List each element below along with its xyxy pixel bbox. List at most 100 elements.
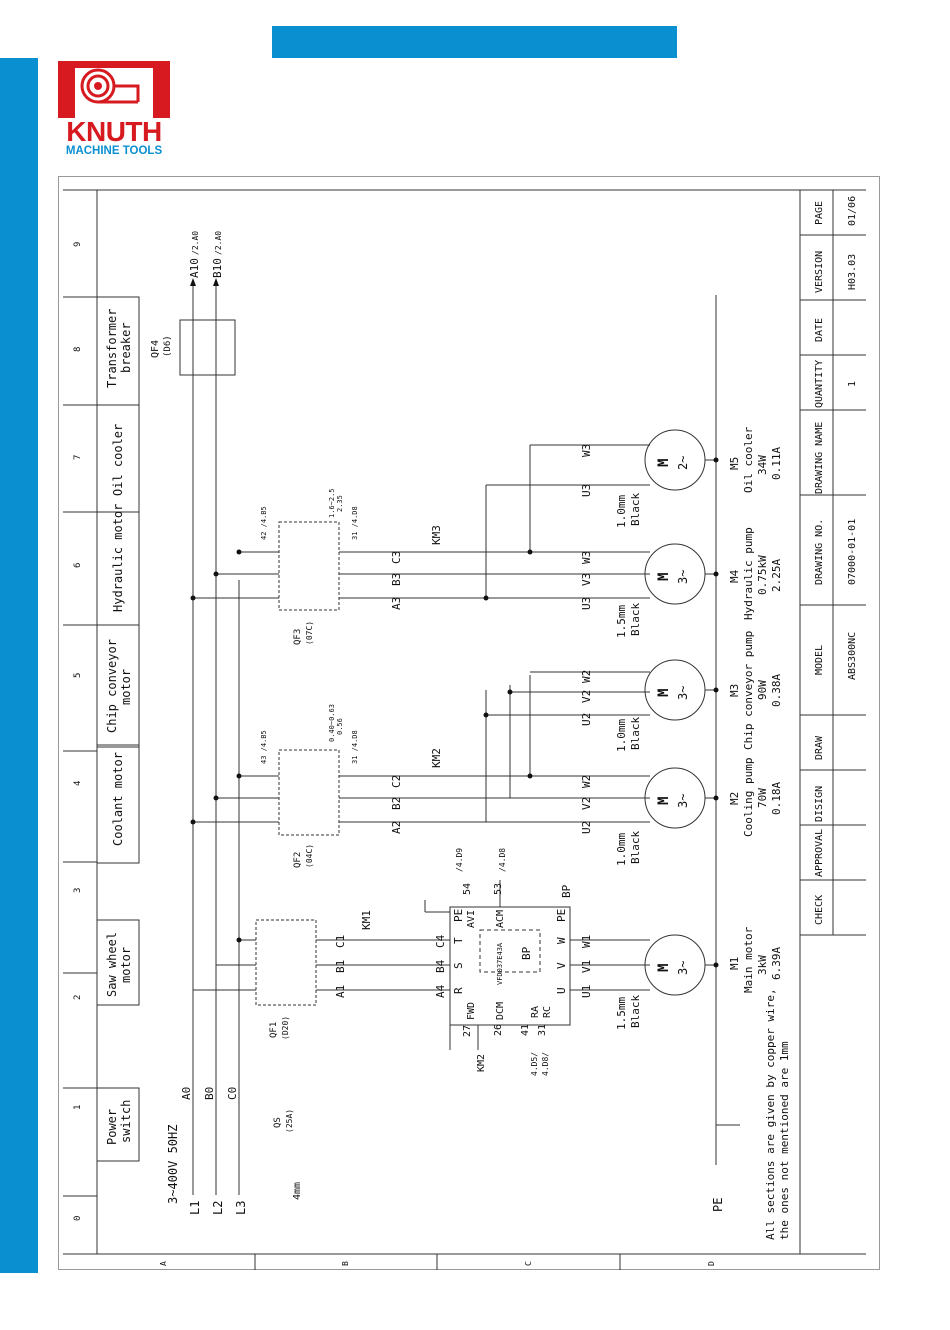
section-transformer-l1: Transformer [105,309,119,388]
tb-page: PAGE [814,201,825,225]
v1-label: V1 [580,960,593,973]
motor-m2-name: Cooling pump [742,758,755,837]
tb-quantity-value: 1 [847,381,858,387]
qf1-rating: (D20) [281,1016,290,1040]
u2-label-m2: U2 [580,821,593,834]
side-accent-bar [0,58,38,1273]
vfd-v: V [555,962,568,969]
bus-b0: B0 [203,1087,216,1100]
out-a10: A10 [188,258,201,278]
col-2: 2 [73,995,83,1000]
out-a10-ref: /2.A0 [191,231,200,255]
motor-m5-current: 0.11A [770,447,783,480]
u1-label: U1 [580,985,593,998]
logo-mark [58,61,170,118]
w3-label-m4: W3 [580,551,593,564]
qs-label: QS [273,1117,283,1128]
vfd-rc: RC [542,1006,553,1018]
vfd-ref-4d5: 4.D5/ [530,1052,539,1076]
vfd-pe-in: PE [452,909,465,922]
cable-m3-size: 1.0mm [615,719,628,752]
tb-drawing-name: DRAWING NAME [814,422,825,494]
qf3-ref-31: 31 /4.D8 [351,506,359,540]
vfd-n53: 53 [493,883,504,895]
tb-page-value: 01/06 [847,196,858,226]
c3-label: C3 [390,551,403,564]
vfd-ref-48: /4.D8 [498,848,507,872]
vfd-s: S [452,962,465,969]
motor-m1-power: 3kW [756,955,769,975]
tb-design: DISIGN [814,786,825,822]
w2-label-m2: W2 [580,775,593,788]
km3-label: KM3 [430,525,443,545]
a2-label: A2 [390,821,403,834]
section-oil-cooler: Oil cooler [111,424,125,496]
col-9: 9 [73,242,83,247]
col-8: 8 [73,347,83,352]
b4-label: B4 [434,959,447,973]
section-power-l1: Power [105,1109,119,1145]
section-coolant: Coolant motor [111,752,125,846]
supply-label: 3~400V 50HZ [166,1125,180,1204]
motor-m1-id: M1 [728,957,741,970]
motor-m4-id: M4 [728,569,741,583]
tb-date: DATE [814,318,825,342]
b2-label: B2 [390,797,403,810]
tb-check: CHECK [814,895,825,925]
qf3-rating: (07C) [305,621,314,645]
col-0: 0 [73,1216,83,1221]
col-3: 3 [73,888,83,893]
qf2-ref-31: 31 /4.D8 [351,730,359,764]
u2-label-m3: U2 [580,713,593,726]
motor-m1-symbol: M [656,964,672,972]
cable-m4-size: 1.5mm [615,605,628,638]
motor-m3-current: 0.38A [770,674,783,707]
cable-m5-color: Black [629,493,642,526]
vfd-n26: 26 [493,1024,504,1036]
v2-label-m2: V2 [580,797,593,810]
qf2-range: 0.40~0.63 [328,704,336,742]
col-4: 4 [73,781,83,786]
col-5: 5 [73,673,83,678]
vfd-w: W [555,937,568,944]
a1-label: A1 [334,985,347,998]
section-hydraulic: Hydraulic motor [111,504,125,612]
motor-m1-name: Main motor [742,926,755,993]
v3-label-m4: V3 [580,573,593,586]
section-power-l2: switch [119,1100,133,1143]
row-d: D [707,1261,716,1266]
wire-4mm-label: 4mm [292,1182,303,1200]
tb-draw: DRAW [814,735,825,760]
phase-l1: L1 [188,1201,202,1215]
cable-m3-color: Black [629,717,642,750]
vfd-model: VFD037E43A [496,942,504,985]
a3-label: A3 [390,597,403,610]
vfd-r: R [452,987,465,994]
tb-model-value: ABS300NC [847,632,858,680]
tb-model: MODEL [814,645,825,675]
vfd-pe-out: PE [555,909,568,922]
vfd-t: T [452,937,465,944]
knuth-logo: KNUTH MACHINE TOOLS [58,60,170,160]
cable-m5-size: 1.0mm [615,495,628,528]
qf3-set: 2.35 [336,495,344,512]
col-1: 1 [73,1105,83,1110]
section-saw-l1: Saw wheel [105,932,119,997]
vfd-bp-label: BP [560,884,573,898]
motor-m2-id: M2 [728,792,741,805]
qf3-label: QF3 [293,629,303,645]
w2-label-m3: W2 [580,670,593,683]
b3-label: B3 [390,573,403,586]
tb-drawing-no-value: 07000-01-01 [847,519,858,585]
vfd-ref-49: /4.D9 [455,848,464,872]
qf1-label: QF1 [269,1022,279,1038]
row-a: A [159,1261,168,1266]
bus-a0: A0 [180,1087,193,1100]
tb-approval: APPROVAL [814,829,825,877]
motor-m5-name: Oil cooler [742,426,755,493]
section-chip-l1: Chip conveyor [105,639,119,733]
vfd-n54: 54 [462,883,473,895]
motor-m3-name: Chip conveyor pump [742,631,755,750]
motor-m2-phase: 3~ [676,794,690,808]
